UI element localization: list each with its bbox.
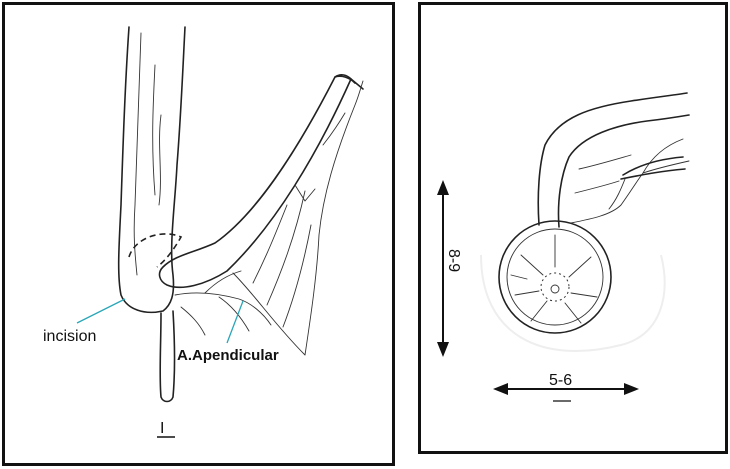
right-illustration-panel: 8-9 5-6 bbox=[418, 2, 728, 454]
stump-radial-folds bbox=[510, 234, 598, 324]
stump-outer-ring bbox=[498, 220, 612, 334]
incision-label: incision bbox=[43, 328, 96, 345]
appendix-stump bbox=[159, 310, 176, 403]
vertical-arrow-top-head bbox=[437, 180, 449, 195]
appendicular-artery-label: A.Apendicular bbox=[177, 347, 279, 364]
colon-fold-line bbox=[152, 64, 162, 206]
stump-dimension-drawing: 8-9 5-6 bbox=[437, 92, 690, 402]
background-shadow bbox=[480, 254, 666, 352]
appendicular-artery bbox=[174, 270, 272, 336]
stump-center-dotted-ring bbox=[540, 272, 570, 302]
vessel-pedicle bbox=[537, 92, 690, 228]
mesentery-right bbox=[570, 138, 690, 224]
appendix-incision-drawing: incision A.Apendicular I bbox=[43, 26, 364, 438]
horizontal-arrow-right-head bbox=[624, 383, 639, 395]
purse-string-incision bbox=[128, 233, 183, 268]
appendix-body bbox=[158, 74, 352, 289]
cecum-outline bbox=[117, 26, 186, 314]
incision-leader-line bbox=[76, 298, 126, 324]
vessel-branch-right bbox=[620, 156, 686, 180]
mesentery-vessels bbox=[252, 112, 346, 328]
stump-inner-ring bbox=[506, 228, 604, 326]
stump-lumen bbox=[550, 284, 560, 294]
vertical-dimension-label: 8-9 bbox=[445, 249, 462, 272]
vertical-arrow-bottom-head bbox=[437, 342, 449, 357]
horizontal-dimension-label: 5-6 bbox=[549, 372, 572, 389]
artery-leader-line bbox=[226, 300, 244, 344]
mesoappendix-outline bbox=[232, 80, 364, 356]
colon-taenia-line bbox=[133, 32, 142, 276]
left-illustration-panel: incision A.Apendicular I bbox=[2, 2, 395, 466]
figure-number-label: I bbox=[160, 420, 164, 437]
horizontal-arrow-left-head bbox=[493, 383, 508, 395]
